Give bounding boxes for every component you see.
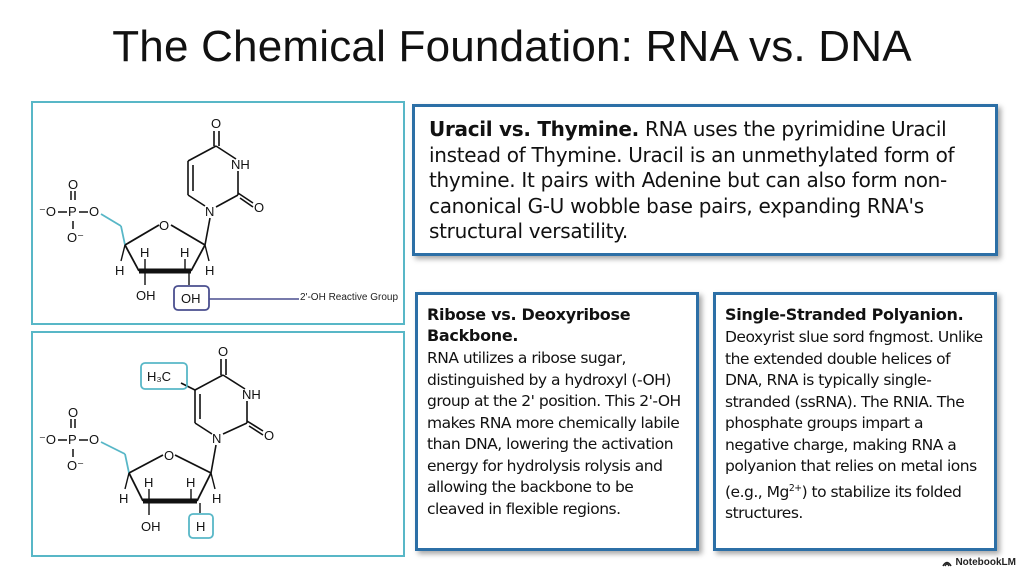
phosphate-ester-o: O — [89, 432, 99, 447]
c3-h: H — [144, 475, 153, 490]
ring-oxygen: O — [159, 218, 169, 233]
c4-carbonyl-o: O — [211, 116, 221, 131]
phosphate-ester-o: O — [89, 204, 99, 219]
2-prime-oh-highlight — [173, 285, 210, 311]
2-prime-oh: OH — [181, 291, 201, 306]
c2-carbonyl-o: O — [254, 200, 264, 215]
c2-h-top: H — [186, 475, 195, 490]
single-body-before: Deoxyrist slue sord fngmost. Unlike the … — [725, 328, 983, 501]
single-body: Deoxyrist slue sord fngmost. Unlike the … — [725, 327, 985, 525]
page-title: The Chemical Foundation: RNA vs. DNA — [112, 22, 912, 71]
ribose-body: RNA utilizes a ribose sugar, distinguish… — [427, 349, 681, 518]
phosphorus-label: P — [68, 432, 77, 447]
c4-h: H — [115, 263, 124, 278]
ring-oxygen: O — [164, 448, 174, 463]
notebooklm-badge: NotebookLM — [942, 557, 1016, 568]
c3-h: H — [140, 245, 149, 260]
ribose-heading: Ribose vs. Deoxyribose Backbone. — [427, 305, 631, 345]
single-heading: Single-Stranded Polyanion. — [725, 305, 964, 324]
n3-label: NH — [231, 157, 250, 172]
single-body-after: ) to stabilize its folded structures. — [725, 482, 962, 523]
c1-h: H — [205, 263, 214, 278]
3-prime-oh: OH — [141, 519, 161, 534]
notebooklm-logo-icon — [942, 561, 953, 566]
n3-label: NH — [242, 387, 261, 402]
phosphorus-label: P — [68, 204, 77, 219]
c2-h: H — [180, 245, 189, 260]
methyl-label: H₃C — [147, 369, 171, 384]
3-prime-oh: OH — [136, 288, 156, 303]
notebooklm-label: NotebookLM — [955, 557, 1016, 568]
phosphate-o-minus-bottom: O⁻ — [67, 458, 84, 473]
uracil-text: Uracil vs. Thymine. RNA uses the pyrimid… — [429, 117, 981, 245]
c4-h: H — [119, 491, 128, 506]
2-prime-h: H — [196, 519, 205, 534]
c1-h: H — [212, 491, 221, 506]
uracil-ribose-structure: ⁻O P O O O⁻ O H H H H OH OH — [39, 116, 299, 311]
thymine-nucleotide-panel: ⁻O P O O O⁻ O H H H H OH H N — [31, 331, 405, 557]
2-prime-oh-callout: 2'-OH Reactive Group — [300, 292, 399, 303]
uracil-body: RNA uses the pyrimidine Uracil instead o… — [429, 117, 955, 243]
uracil-nucleotide-panel: ⁻O P O O O⁻ O H H H H OH OH — [31, 101, 405, 325]
phosphate-double-o: O — [68, 405, 78, 420]
methyl-highlight — [140, 362, 188, 390]
n1-label: N — [205, 204, 214, 219]
uracil-lead: Uracil vs. Thymine. — [429, 117, 639, 141]
phosphate-o-minus-left: ⁻O — [39, 204, 56, 219]
2-prime-h-highlight — [188, 513, 214, 539]
uracil-vs-thymine-box: Uracil vs. Thymine. RNA uses the pyrimid… — [412, 104, 998, 256]
phosphate-double-o: O — [68, 177, 78, 192]
c4-carbonyl-o: O — [218, 344, 228, 359]
single-body-sup: 2+ — [788, 482, 802, 494]
phosphate-o-minus-left: ⁻O — [39, 432, 56, 447]
n1-label: N — [212, 431, 221, 446]
single-stranded-polyanion-box: Single-Stranded Polyanion. Deoxyrist slu… — [713, 292, 997, 551]
ribose-vs-deoxyribose-box: Ribose vs. Deoxyribose Backbone. RNA uti… — [415, 292, 699, 551]
c2-carbonyl-o: O — [264, 428, 274, 443]
thymine-deoxyribose-structure: ⁻O P O O O⁻ O H H H H OH H N — [39, 344, 274, 539]
phosphate-o-minus-bottom: O⁻ — [67, 230, 84, 245]
